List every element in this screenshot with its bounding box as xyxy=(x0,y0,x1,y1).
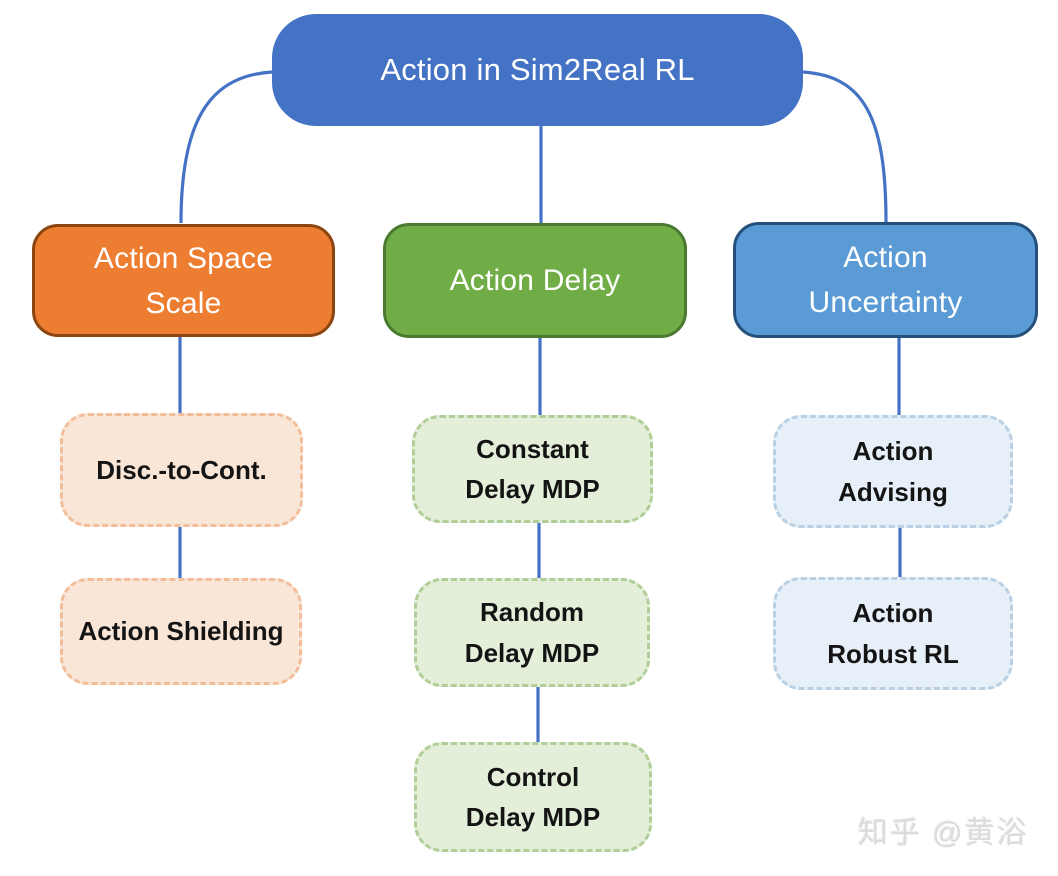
node-action-delay: Action Delay xyxy=(383,223,687,338)
watermark-zhihu: 知乎 @黄浴 xyxy=(858,817,1029,850)
node-action-robust-rl: Action Robust RL xyxy=(773,577,1013,690)
node-action-uncertainty: Action Uncertainty xyxy=(733,222,1038,338)
node-action-shielding: Action Shielding xyxy=(60,578,302,685)
node-constant-delay-mdp: Constant Delay MDP xyxy=(412,415,653,523)
node-control-delay-mdp: Control Delay MDP xyxy=(414,742,652,852)
node-action-in-sim2real-rl: Action in Sim2Real RL xyxy=(272,14,803,126)
connector-root-to-action-space-scale xyxy=(179,70,273,224)
connector-root-to-action-uncertainty xyxy=(802,70,888,223)
node-action-space-scale: Action Space Scale xyxy=(32,224,335,337)
node-disc-to-cont: Disc.-to-Cont. xyxy=(60,413,303,527)
node-random-delay-mdp: Random Delay MDP xyxy=(414,578,650,687)
node-action-advising: Action Advising xyxy=(773,415,1013,528)
